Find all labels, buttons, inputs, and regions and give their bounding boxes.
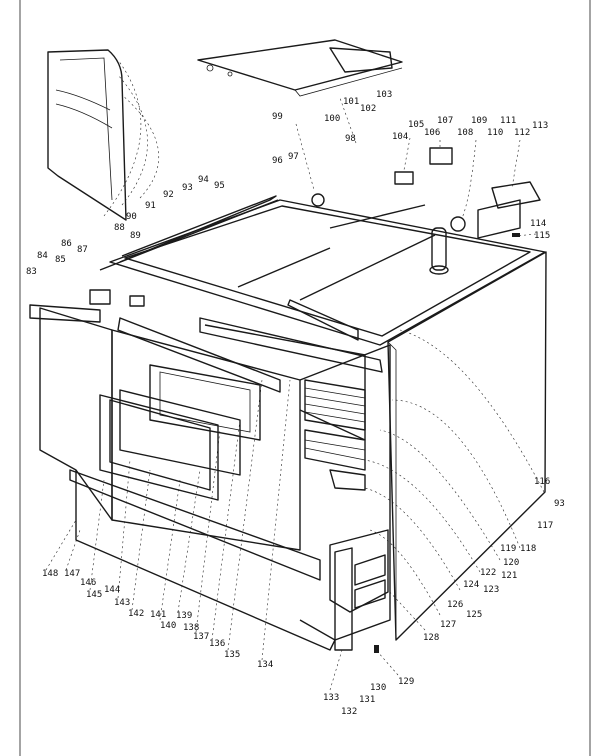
callout-143: 143 bbox=[114, 598, 130, 608]
callout-106: 106 bbox=[424, 128, 440, 138]
callout-102: 102 bbox=[360, 104, 376, 114]
callout-112: 112 bbox=[514, 128, 530, 138]
callout-93: 93 bbox=[554, 499, 565, 509]
callout-145: 145 bbox=[86, 590, 102, 600]
callout-138: 138 bbox=[183, 623, 199, 633]
callout-133: 133 bbox=[323, 693, 339, 703]
callout-125: 125 bbox=[466, 610, 482, 620]
callout-131: 131 bbox=[359, 695, 375, 705]
callout-89: 89 bbox=[130, 231, 141, 241]
callout-117: 117 bbox=[537, 521, 553, 531]
components bbox=[89, 147, 541, 653]
top-cover bbox=[197, 39, 403, 97]
callout-83: 83 bbox=[26, 267, 37, 277]
knob bbox=[311, 193, 325, 207]
callout-95: 95 bbox=[214, 181, 225, 191]
callout-86: 86 bbox=[61, 239, 72, 249]
callout-123: 123 bbox=[483, 585, 499, 595]
callout-109: 109 bbox=[471, 116, 487, 126]
callout-121: 121 bbox=[501, 571, 517, 581]
callout-113: 113 bbox=[532, 121, 548, 131]
callout-103: 103 bbox=[376, 90, 392, 100]
leader-lines bbox=[45, 59, 545, 691]
callout-116: 116 bbox=[534, 477, 550, 487]
callout-120: 120 bbox=[503, 558, 519, 568]
callout-118: 118 bbox=[520, 544, 536, 554]
callout-101: 101 bbox=[343, 97, 359, 107]
callout-132: 132 bbox=[341, 707, 357, 717]
callout-135: 135 bbox=[224, 650, 240, 660]
callout-108: 108 bbox=[457, 128, 473, 138]
callout-148: 148 bbox=[42, 569, 58, 579]
callout-92: 92 bbox=[163, 190, 174, 200]
callout-144: 144 bbox=[104, 585, 120, 595]
callout-126: 126 bbox=[447, 600, 463, 610]
callout-94: 94 bbox=[198, 175, 209, 185]
right-side-panel bbox=[387, 251, 547, 641]
callout-115: 115 bbox=[534, 231, 550, 241]
callout-87: 87 bbox=[77, 245, 88, 255]
callout-136: 136 bbox=[209, 639, 225, 649]
callout-104: 104 bbox=[392, 132, 408, 142]
callout-124: 124 bbox=[463, 580, 479, 590]
callout-97: 97 bbox=[288, 152, 299, 162]
callout-85: 85 bbox=[55, 255, 66, 265]
callout-139: 139 bbox=[176, 611, 192, 621]
callout-142: 142 bbox=[128, 609, 144, 619]
callout-147: 147 bbox=[64, 569, 80, 579]
callout-99: 99 bbox=[272, 112, 283, 122]
callout-90: 90 bbox=[126, 212, 137, 222]
callout-98: 98 bbox=[345, 134, 356, 144]
callout-110: 110 bbox=[487, 128, 503, 138]
callout-88: 88 bbox=[114, 223, 125, 233]
callout-128: 128 bbox=[423, 633, 439, 643]
callout-134: 134 bbox=[257, 660, 273, 670]
callout-140: 140 bbox=[160, 621, 176, 631]
callout-122: 122 bbox=[480, 568, 496, 578]
callout-127: 127 bbox=[440, 620, 456, 630]
oven-front bbox=[39, 307, 391, 651]
callout-105: 105 bbox=[408, 120, 424, 130]
callout-129: 129 bbox=[398, 677, 414, 687]
callout-93: 93 bbox=[182, 183, 193, 193]
callout-107: 107 bbox=[437, 116, 453, 126]
callout-119: 119 bbox=[500, 544, 516, 554]
oven-racks bbox=[304, 379, 366, 491]
callout-141: 141 bbox=[150, 610, 166, 620]
callout-84: 84 bbox=[37, 251, 48, 261]
switch-block bbox=[429, 147, 453, 165]
callout-146: 146 bbox=[80, 578, 96, 588]
callout-130: 130 bbox=[370, 683, 386, 693]
callout-137: 137 bbox=[193, 632, 209, 642]
callout-91: 91 bbox=[145, 201, 156, 211]
back-panel bbox=[47, 49, 127, 221]
callout-100: 100 bbox=[324, 114, 340, 124]
callout-111: 111 bbox=[500, 116, 516, 126]
drawer bbox=[329, 529, 389, 651]
callout-96: 96 bbox=[272, 156, 283, 166]
oven-door bbox=[99, 364, 261, 501]
callout-114: 114 bbox=[530, 219, 546, 229]
